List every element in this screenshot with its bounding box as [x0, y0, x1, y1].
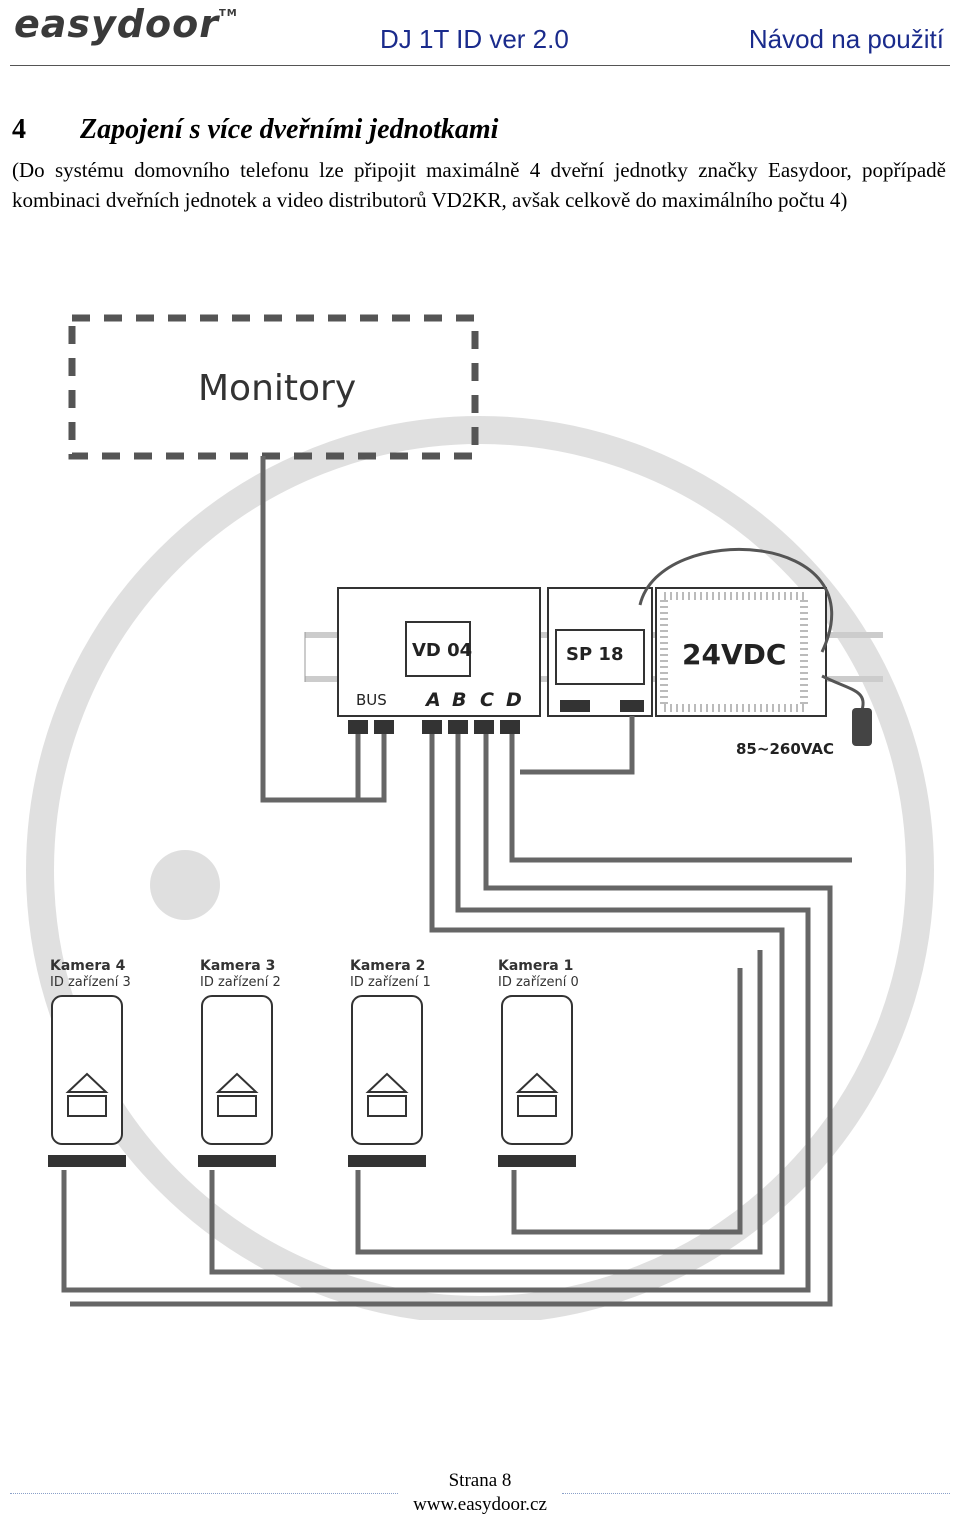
camera-1-name: Kamera 1 — [498, 958, 573, 974]
port-c-label: C — [480, 689, 494, 711]
footer-divider-left — [10, 1493, 398, 1494]
camera-4-id: ID zařízení 3 — [50, 975, 131, 990]
psu-24vdc: 24VDC 85~260VAC — [638, 548, 872, 758]
footer-divider-right — [562, 1493, 950, 1494]
port-a-label: A — [424, 689, 441, 711]
wiring-diagram: Monitory VD 04 BUS A B C D SP 18 24VDC 8… — [26, 314, 934, 1320]
sp18-module: SP 18 — [547, 587, 653, 717]
section-title: Zapojení s více dveřními jednotkami — [80, 114, 499, 145]
sp18-label: SP 18 — [566, 644, 623, 665]
vd04-distributor: VD 04 BUS A B C D — [337, 587, 541, 734]
section-heading: 4 Zapojení s více dveřními jednotkami — [12, 114, 498, 146]
port-b-label: B — [452, 689, 466, 711]
camera-4-name: Kamera 4 — [50, 958, 126, 974]
psu-label: 24VDC — [682, 638, 786, 671]
header-divider — [10, 65, 950, 66]
camera-3-id: ID zařízení 2 — [200, 975, 281, 990]
page-number: Strana 8 — [448, 1470, 512, 1491]
monitors-label: Monitory — [198, 368, 356, 409]
header-product: DJ 1T ID ver 2.0 — [380, 24, 569, 54]
camera-2: Kamera 2 ID zařízení 1 — [348, 958, 431, 1167]
camera-4: Kamera 4 ID zařízení 3 — [48, 958, 131, 1167]
camera-2-name: Kamera 2 — [350, 958, 425, 974]
bus-label: BUS — [356, 691, 387, 709]
watermark — [26, 416, 934, 1320]
wiring — [61, 456, 852, 1307]
camera-1: Kamera 1 ID zařízení 0 — [498, 958, 579, 1167]
camera-1-id: ID zařízení 0 — [498, 975, 579, 990]
camera-3-name: Kamera 3 — [200, 958, 275, 974]
section-paragraph: (Do systému domovního telefonu lze připo… — [12, 158, 946, 212]
section-number: 4 — [12, 114, 26, 145]
monitors-box — [68, 314, 479, 460]
mains-label: 85~260VAC — [736, 740, 834, 758]
vd04-label: VD 04 — [412, 640, 472, 661]
port-d-label: D — [506, 689, 522, 711]
header-doc-type: Návod na použití — [748, 24, 944, 54]
camera-2-id: ID zařízení 1 — [350, 975, 431, 990]
camera-3: Kamera 3 ID zařízení 2 — [198, 958, 281, 1167]
footer-url: www.easydoor.cz — [413, 1494, 547, 1515]
easydoor-logo: easydoorTM — [14, 2, 238, 46]
